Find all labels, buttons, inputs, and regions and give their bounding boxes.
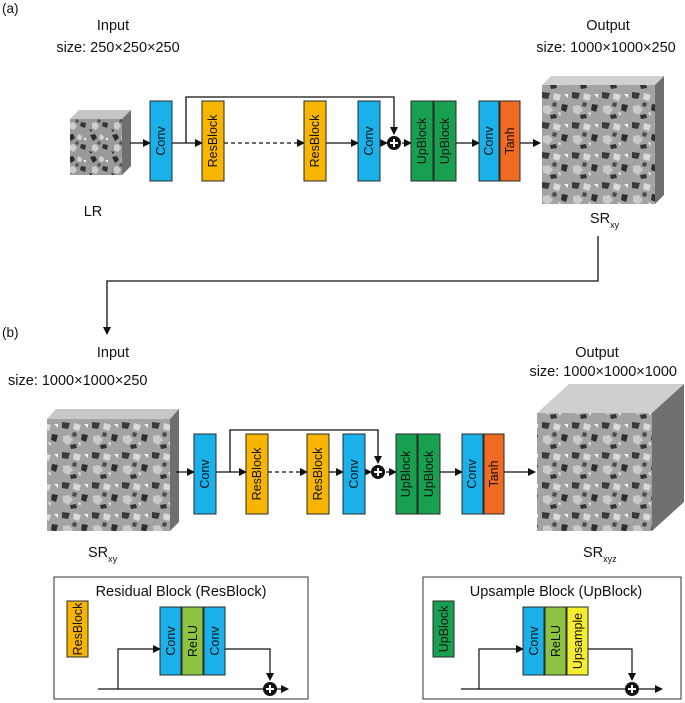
panel-b-resblock-2: ResBlock [306,433,330,515]
srxy-output-volume [542,76,664,204]
panel-a-conv-1: Conv [149,100,173,182]
svg-text:ReLU: ReLU [549,625,563,657]
svg-text:Conv: Conv [154,126,168,156]
panel-a-conv-2: Conv [357,100,381,182]
lr-input-volume [70,110,131,175]
panel-a-conv-3: Conv [478,100,500,182]
legend-upblock-branch-arrow [588,648,636,681]
svg-text:Tanh: Tanh [503,127,517,154]
svg-text:UpBlock: UpBlock [415,117,429,164]
add-icon [371,465,385,479]
panel-b-output-title: Output [575,345,619,361]
panel-a-output-title: Output [586,18,630,34]
panel-a-input-title: Input [97,18,129,34]
panel-a-upblock-1: UpBlock [410,100,434,182]
legend-upblock: Upsample Block (UpBlock) UpBlock Conv Re… [422,576,682,700]
srxy-input-label: SRxy [88,545,118,564]
legend-upblock-input-arrow [461,645,524,690]
skip-connection-b [229,429,382,472]
panel-b-conv-2: Conv [342,433,366,515]
svg-text:Conv: Conv [527,626,541,656]
legend-upblock-relu: ReLU [544,606,567,676]
svg-text:UpBlock: UpBlock [438,117,452,164]
svg-text:ResBlock: ResBlock [308,114,322,168]
legend-resblock-key: ResBlock [66,600,89,658]
add-icon [263,682,277,696]
panel-a-output-size: size: 1000×1000×250 [536,40,676,56]
panel-a-resblock-1: ResBlock [201,100,225,182]
legend-resblock-title: Residual Block (ResBlock) [96,584,267,600]
panel-a-input-size: size: 250×250×250 [56,40,179,56]
panel-a-tag: (a) [2,1,19,16]
panel-b-conv-1: Conv [193,433,217,515]
add-icon [387,136,401,150]
svg-text:Conv: Conv [482,126,496,156]
svg-text:Conv: Conv [164,626,178,656]
legend-resblock-conv-2: Conv [203,606,226,676]
panel-b-resblock-1: ResBlock [245,433,269,515]
svg-text:Conv: Conv [208,626,222,656]
svg-text:Conv: Conv [198,459,212,489]
panel-b-tanh: Tanh [483,433,505,515]
svg-text:Conv: Conv [362,126,376,156]
srxyz-output-label: SRxyz [583,545,617,564]
panel-b-conv-3: Conv [461,433,484,515]
srxyz-output-volume [537,384,684,531]
add-icon [625,682,639,696]
panel-b-upblock-1: UpBlock [395,433,418,515]
panel-b-input-title: Input [97,345,129,361]
legend-resblock-conv-1: Conv [159,606,182,676]
legend-upblock-upsample: Upsample [566,606,589,676]
legend-resblock: Residual Block (ResBlock) ResBlock Conv … [53,576,309,700]
panel-a-tanh: Tanh [499,100,521,182]
svg-text:Conv: Conv [347,459,361,489]
legend-resblock-input-arrow [98,645,161,690]
svg-text:ResBlock: ResBlock [71,602,85,656]
legend-resblock-relu: ReLU [181,606,204,676]
svg-text:Tanh: Tanh [487,460,501,487]
svg-text:Conv: Conv [465,459,479,489]
arrow-a-to-b [103,236,599,335]
panel-b-tag: (b) [2,325,19,340]
lr-label: LR [84,204,103,220]
panel-b-output-size: size: 1000×1000×1000 [529,364,677,380]
svg-text:ResBlock: ResBlock [250,447,264,501]
panel-b-input-size: size: 1000×1000×250 [8,373,148,389]
legend-upblock-title: Upsample Block (UpBlock) [470,584,642,600]
svg-text:UpBlock: UpBlock [422,450,436,497]
svg-text:UpBlock: UpBlock [399,450,413,497]
legend-resblock-branch-arrow [225,648,274,681]
svg-text:ResBlock: ResBlock [311,447,325,501]
legend-upblock-key: UpBlock [432,600,455,658]
legend-upblock-conv: Conv [522,606,545,676]
srxy-input-volume [47,409,179,531]
svg-text:Upsample: Upsample [571,613,585,669]
panel-a-resblock-2: ResBlock [303,100,327,182]
panel-a-upblock-2: UpBlock [433,100,457,182]
svg-text:UpBlock: UpBlock [437,605,451,652]
svg-text:ReLU: ReLU [186,625,200,657]
svg-text:ResBlock: ResBlock [206,114,220,168]
panel-b-upblock-2: UpBlock [417,433,441,515]
srxy-output-label: SRxy [590,211,620,230]
skip-connection-a [185,96,398,143]
